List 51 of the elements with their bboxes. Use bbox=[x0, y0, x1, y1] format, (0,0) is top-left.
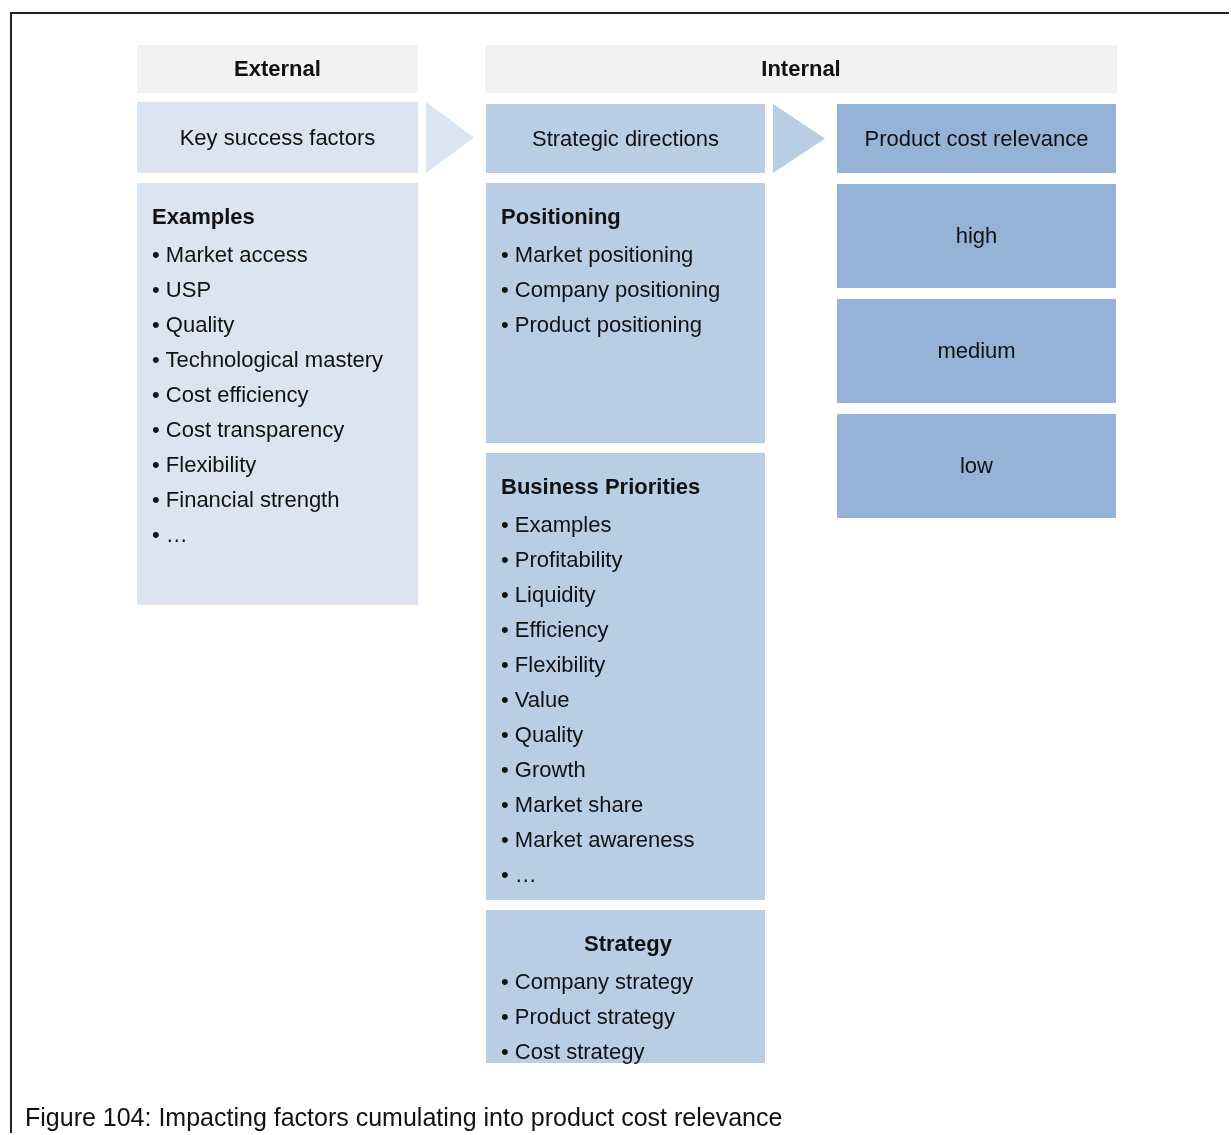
box-label: Product cost relevance bbox=[864, 125, 1089, 152]
bullet-item: • Quality bbox=[152, 311, 236, 339]
bullet-item: • Flexibility bbox=[501, 651, 607, 679]
box-label: medium bbox=[937, 338, 1016, 364]
bullet-item: • Market access bbox=[152, 241, 309, 269]
bullet-item: • Cost transparency bbox=[152, 416, 346, 444]
stage-box bbox=[137, 102, 418, 173]
level-box bbox=[837, 184, 1116, 288]
box-heading: Business Priorities bbox=[501, 473, 702, 501]
bullet-item: • Technological mastery bbox=[152, 346, 385, 374]
bullet-item: • Flexibility bbox=[152, 451, 258, 479]
chevron-arrow bbox=[426, 102, 474, 173]
figure-caption: Figure 104: Impacting factors cumulating into product cost relevance bbox=[25, 1102, 783, 1132]
level-box bbox=[837, 299, 1116, 403]
list-box bbox=[137, 183, 418, 605]
level-box bbox=[837, 414, 1116, 518]
bullet-item: • Examples bbox=[501, 511, 613, 539]
bullet-item: • USP bbox=[152, 276, 213, 304]
bullet-item: • Quality bbox=[501, 721, 585, 749]
bullet-item: • Value bbox=[501, 686, 571, 714]
bullet-item: • Market share bbox=[501, 791, 645, 819]
bullet-item: • Company strategy bbox=[501, 968, 695, 996]
bullet-item: • Cost efficiency bbox=[152, 381, 310, 409]
box-label: Strategic directions bbox=[531, 125, 720, 152]
list-box bbox=[486, 910, 765, 1063]
bullet-item: • … bbox=[501, 861, 538, 889]
bullet-item: • Profitability bbox=[501, 546, 624, 574]
header-text: Internal bbox=[761, 56, 841, 82]
stage-box bbox=[486, 104, 765, 173]
box-heading: Strategy bbox=[582, 930, 673, 958]
bullet-item: • Product strategy bbox=[501, 1003, 676, 1031]
stage-box bbox=[837, 104, 1116, 173]
box-heading: Positioning bbox=[501, 203, 622, 231]
box-label: low bbox=[960, 453, 993, 479]
box-label: high bbox=[955, 223, 998, 249]
bullet-item: • Growth bbox=[501, 756, 587, 784]
list-box bbox=[486, 453, 765, 900]
chevron-arrow bbox=[773, 104, 825, 173]
bullet-item: • Efficiency bbox=[501, 616, 610, 644]
list-box bbox=[486, 183, 765, 443]
bullet-item: • … bbox=[152, 521, 189, 549]
bullet-item: • Liquidity bbox=[501, 581, 597, 609]
box-heading: Examples bbox=[152, 203, 256, 231]
bullet-item: • Market awareness bbox=[501, 826, 696, 854]
bullet-item: • Financial strength bbox=[152, 486, 341, 514]
header-text: External bbox=[234, 56, 321, 82]
box-label: Key success factors bbox=[179, 124, 376, 151]
bullet-item: • Market positioning bbox=[501, 241, 695, 269]
bullet-item: • Cost strategy bbox=[501, 1038, 646, 1066]
bullet-item: • Product positioning bbox=[501, 311, 703, 339]
bullet-item: • Company positioning bbox=[501, 276, 722, 304]
